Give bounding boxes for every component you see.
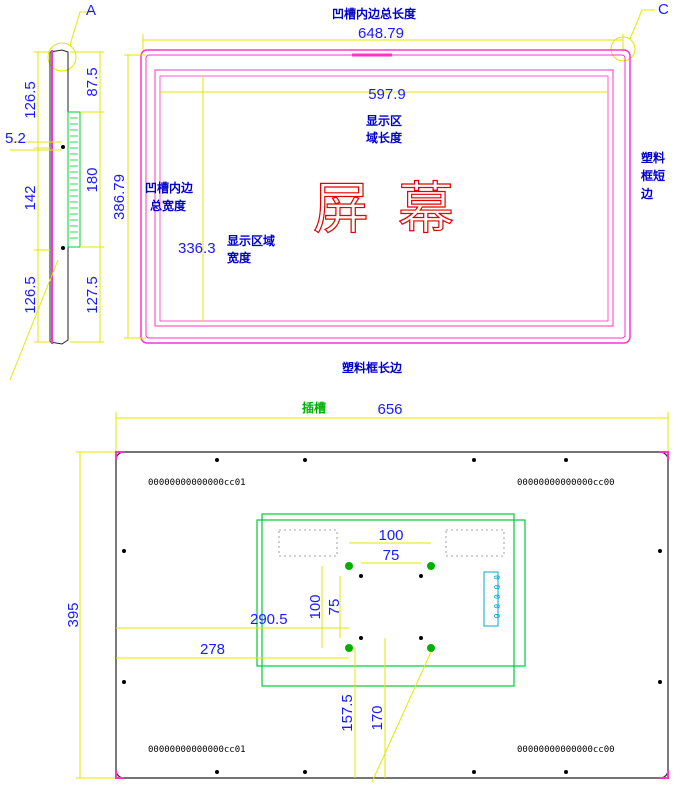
vent-top-left: 00000000000000cc01 xyxy=(148,478,246,488)
display-height-label-line1: 显示区域 xyxy=(227,233,275,248)
long-side-label: 塑料框长边 xyxy=(342,360,403,375)
vent-top-right: 00000000000000cc00 xyxy=(517,478,615,488)
groove-height-label-line1: 凹槽内边 xyxy=(145,180,194,195)
vent-bottom-left: 00000000000000cc01 xyxy=(148,745,246,755)
short-side-label-line1: 塑料 xyxy=(641,150,665,165)
groove-height-label-line2: 总宽度 xyxy=(150,198,187,213)
side-dim-mid-right: 180 xyxy=(84,167,101,192)
groove-length-dim: 648.79 xyxy=(358,25,404,42)
connector-panel xyxy=(483,571,499,627)
dim-278: 278 xyxy=(200,641,225,658)
vesa-75-horizontal-dim: 75 xyxy=(383,547,400,564)
callout-c-label: C xyxy=(658,1,669,18)
side-dim-bottom-right: 127.5 xyxy=(84,276,101,314)
side-dim-bottom-left: 126.5 xyxy=(22,276,39,314)
dim-157-5: 157.5 xyxy=(339,694,356,732)
groove-height-dim: 386.79 xyxy=(111,174,128,220)
back-view: 插槽 656 395 00000000000000cc01 0000000000… xyxy=(65,400,669,783)
side-dim-thickness: 5.2 xyxy=(5,130,26,147)
display-area-outline xyxy=(154,69,614,327)
callout-a-label: A xyxy=(86,2,96,19)
display-length-dim: 597.9 xyxy=(368,86,406,103)
vent-grid-left xyxy=(278,529,338,557)
short-side-label-line2: 框短 xyxy=(641,168,665,183)
display-length-label-line1: 显示区 xyxy=(366,114,402,128)
callout-a-circle xyxy=(47,42,77,72)
vesa-100-vertical-dim: 100 xyxy=(307,594,324,619)
outer-frame xyxy=(140,49,631,344)
vent-grid-right xyxy=(445,529,505,557)
dim-170: 170 xyxy=(369,705,386,730)
side-dim-top-right: 87.5 xyxy=(84,67,101,96)
back-height-dim: 395 xyxy=(65,602,82,627)
back-width-dim: 656 xyxy=(377,401,402,418)
slot-label: 插槽 xyxy=(302,400,326,415)
display-height-dim: 336.3 xyxy=(178,240,216,257)
side-connector-strip xyxy=(67,111,81,248)
connector-labels: 0 0 0 0 0 xyxy=(492,575,501,619)
back-screws xyxy=(122,458,662,774)
short-side-label-line3: 边 xyxy=(640,186,654,201)
vesa-holes xyxy=(345,562,435,652)
vesa-75-vertical-dim: 75 xyxy=(326,599,343,616)
vesa-100-horizontal-dim: 100 xyxy=(378,527,403,544)
screen-label-char1: 屏 xyxy=(313,177,369,242)
vent-bottom-right: 00000000000000cc00 xyxy=(517,745,615,755)
side-dim-top-left: 126.5 xyxy=(22,81,39,119)
display-length-label-line2: 域长度 xyxy=(366,130,403,145)
dim-290-5: 290.5 xyxy=(250,611,288,628)
side-dim-mid-left: 142 xyxy=(22,185,39,210)
mainboard-bracket xyxy=(261,513,515,687)
mainboard-outline xyxy=(256,519,526,667)
back-panel xyxy=(115,451,669,779)
display-height-label-line2: 宽度 xyxy=(226,250,252,265)
groove-total-length-label: 凹槽内边总长度 xyxy=(332,6,417,21)
side-view: A 126.5 87.5 xyxy=(5,2,104,381)
screen-label-char2: 幕 xyxy=(398,177,454,242)
front-view: 凹槽内边总长度 648.79 C 597.9 显示区 域长度 386.79 凹槽… xyxy=(111,1,669,375)
callout-c-circle xyxy=(610,36,636,62)
